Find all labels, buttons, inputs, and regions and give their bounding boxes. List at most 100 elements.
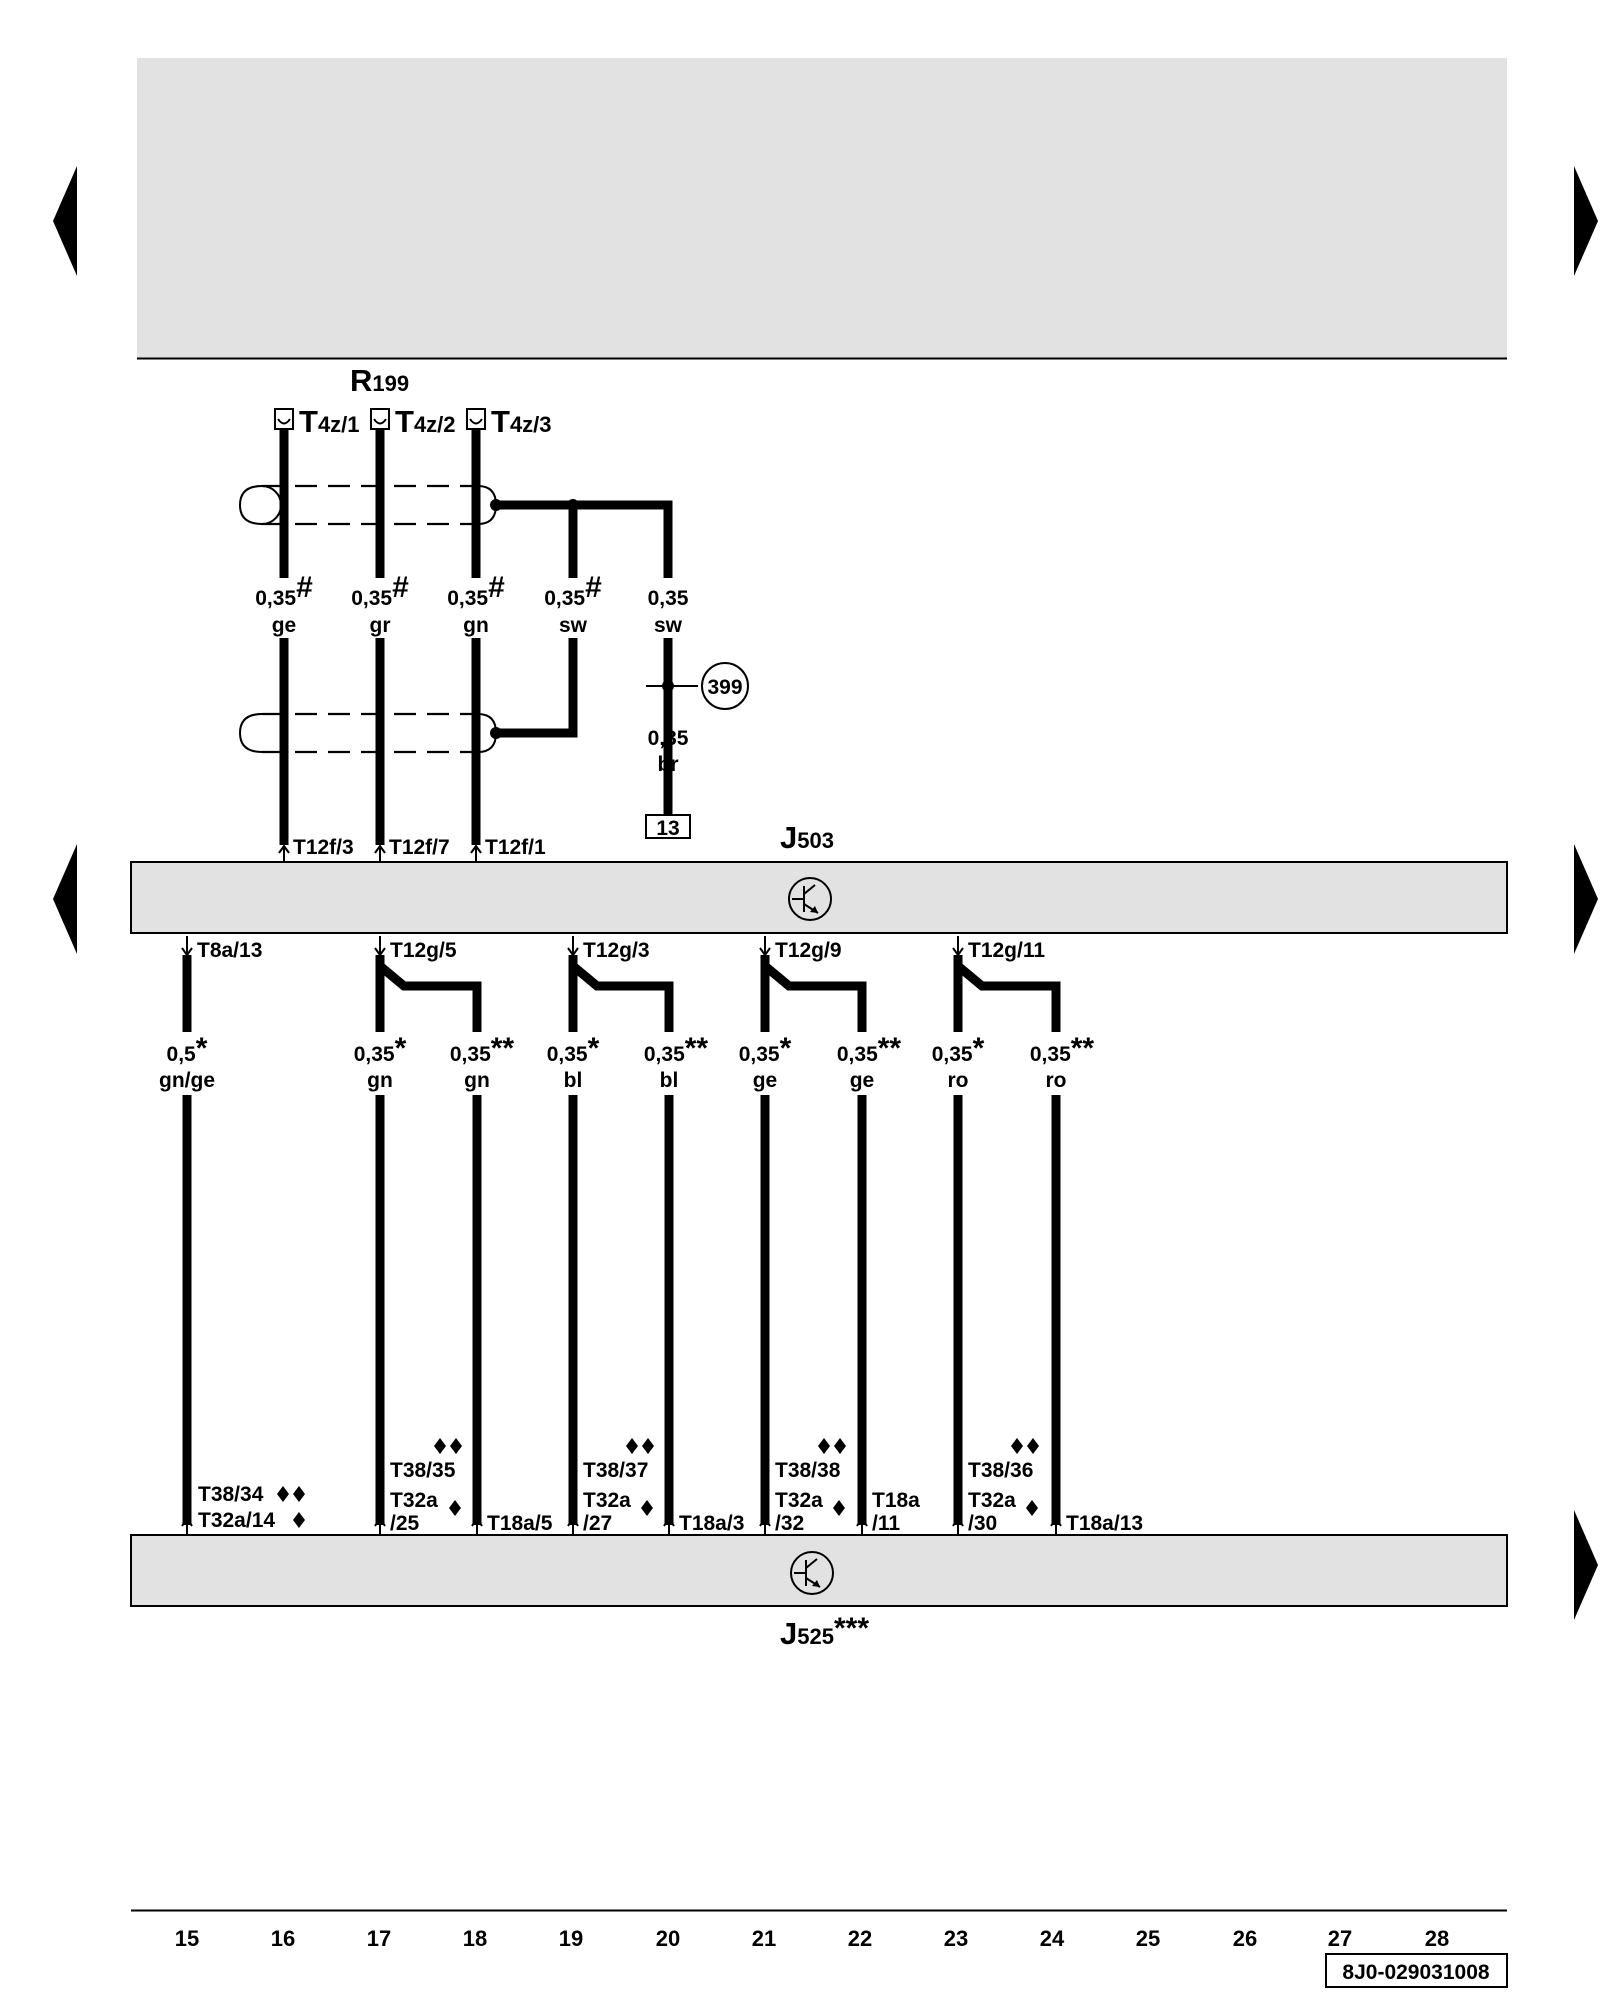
module-j525 <box>130 1534 1508 1607</box>
pin-t18a-5: T18a/5 <box>487 1512 553 1535</box>
wire-ge-branch <box>760 955 867 1032</box>
pin-arrow-icon <box>181 1516 193 1535</box>
wire-label-gn-color: gn <box>463 614 489 637</box>
page-prev-arrow-top[interactable] <box>53 166 77 276</box>
diamond-icon <box>450 1438 462 1454</box>
connector-contact-icon <box>277 418 291 425</box>
shield-cap-right <box>477 713 498 753</box>
pin-t38-36: T38/36 <box>968 1459 1033 1482</box>
connector-t4z-3-label: T4z/3 <box>491 404 552 439</box>
j525-label: J525*** <box>780 1612 869 1651</box>
diamond-markers <box>277 1438 1039 1528</box>
pin-t12f-7: T12f/7 <box>389 836 450 859</box>
wire-label-color: ro <box>948 1069 969 1092</box>
page-next-arrow-middle[interactable] <box>1574 844 1598 954</box>
connector-t4z-2-label: T4z/2 <box>395 404 456 439</box>
pin-arrow-icon <box>471 1516 483 1535</box>
pin-t32a: T32a <box>583 1489 631 1512</box>
column-number: 26 <box>1233 1926 1257 1951</box>
wire-label-size: 0,35* <box>354 1032 407 1066</box>
connector-socket-icon <box>370 408 390 430</box>
wire-label-sw-color: sw <box>559 614 588 637</box>
j503-top-pins: T12f/3 T12f/7 T12f/1 <box>278 836 546 862</box>
column-number: 28 <box>1425 1926 1449 1951</box>
column-number: 19 <box>559 1926 583 1951</box>
wire-label-size: 0,35* <box>547 1032 600 1066</box>
transistor-icon <box>790 1551 834 1595</box>
pin-arrow-icon <box>181 936 193 957</box>
diamond-icon <box>833 1500 845 1516</box>
shield-symbol-upper <box>238 484 498 526</box>
r199-label: R199 <box>350 363 409 398</box>
column-number: 17 <box>367 1926 391 1951</box>
wire-label-size: 0,35* <box>739 1032 792 1066</box>
reference-box-13 <box>645 814 691 839</box>
pin-t38-34: T38/34 <box>198 1483 264 1506</box>
diamond-icon <box>277 1486 289 1502</box>
diamond-icon <box>293 1512 305 1528</box>
document-code: 8J0-029031008 <box>1342 1961 1489 1984</box>
lower-wire-labels: 0,5* gn/ge 0,35* gn 0,35** gn 0,35* bl 0… <box>159 1032 1094 1092</box>
page-prev-arrow-middle[interactable] <box>53 844 77 954</box>
wire-label-ge-size: 0,35# <box>255 571 313 610</box>
pin-t32a-32: /32 <box>775 1512 804 1535</box>
pin-arrow-icon <box>1050 1516 1062 1535</box>
transistor-icon <box>788 877 832 921</box>
wire-label-color: bl <box>660 1069 679 1092</box>
column-number: 15 <box>175 1926 199 1951</box>
wire-label-size: 0,35** <box>644 1032 709 1066</box>
wire-label-sw2-color: sw <box>654 614 683 637</box>
pin-t18a-11: /11 <box>872 1512 900 1535</box>
shield-symbol-lower <box>238 712 498 754</box>
column-number: 25 <box>1136 1926 1160 1951</box>
pin-arrow-icon <box>567 936 579 957</box>
connector-t4z-1: T4z/1 <box>274 404 360 439</box>
pin-arrow-icon <box>952 1516 964 1535</box>
j503-label: J503 <box>780 820 834 855</box>
pin-t12f-1: T12f/1 <box>485 836 546 859</box>
pin-t8a-13: T8a/13 <box>197 939 262 962</box>
wire-label-br-size: 0,35 <box>648 727 689 750</box>
pin-t18a-13: T18a/13 <box>1066 1512 1143 1535</box>
wire-label-color: gn/ge <box>159 1069 215 1092</box>
column-number: 22 <box>848 1926 872 1951</box>
pin-arrow-icon <box>470 844 482 862</box>
diamond-icon <box>449 1500 461 1516</box>
page-next-arrow-bottom[interactable] <box>1574 1510 1598 1620</box>
reference-399-label: 399 <box>707 676 742 699</box>
column-number: 24 <box>1040 1926 1065 1951</box>
pin-t32a: T32a <box>775 1489 823 1512</box>
diamond-icon <box>626 1438 638 1454</box>
connector-socket-icon <box>466 408 486 430</box>
wire-label-sw-size: 0,35# <box>544 571 602 610</box>
pin-t12g-9: T12g/9 <box>775 939 842 962</box>
wire-label-color: ge <box>753 1069 778 1092</box>
pin-arrow-icon <box>663 1516 675 1535</box>
diamond-icon <box>818 1438 830 1454</box>
connector-t4z-2: T4z/2 <box>370 404 456 439</box>
pin-t38-37: T38/37 <box>583 1459 648 1482</box>
shield-cap-left-curve <box>238 485 263 525</box>
wire-label-color: bl <box>564 1069 583 1092</box>
document-code-box <box>1325 1953 1508 1988</box>
upper-wires <box>279 429 673 845</box>
column-number: 27 <box>1328 1926 1352 1951</box>
wire-label-sw2-size: 0,35 <box>648 587 689 610</box>
connector-t4z-1-label: T4z/1 <box>299 404 360 439</box>
wire-gn-branch <box>375 955 482 1032</box>
pin-t32a-14: T32a/14 <box>198 1509 275 1532</box>
reference-circle-399 <box>701 662 749 710</box>
pin-t38-35: T38/35 <box>390 1459 456 1482</box>
pin-t32a-27: /27 <box>583 1512 612 1535</box>
footer-column-numbers: 15 16 17 18 19 20 21 22 23 24 25 26 27 2… <box>175 1926 1449 1951</box>
pin-t12g-3: T12g/3 <box>583 939 650 962</box>
pin-arrow-icon <box>374 936 386 957</box>
top-blank-panel <box>137 58 1507 358</box>
column-number: 20 <box>656 1926 680 1951</box>
pin-t32a: T32a <box>968 1489 1016 1512</box>
page-next-arrow-top[interactable] <box>1574 166 1598 276</box>
pin-arrow-icon <box>952 936 964 957</box>
lower-wires <box>182 955 1061 1525</box>
pin-t12f-3: T12f/3 <box>293 836 354 859</box>
reference-13-label: 13 <box>656 817 679 840</box>
